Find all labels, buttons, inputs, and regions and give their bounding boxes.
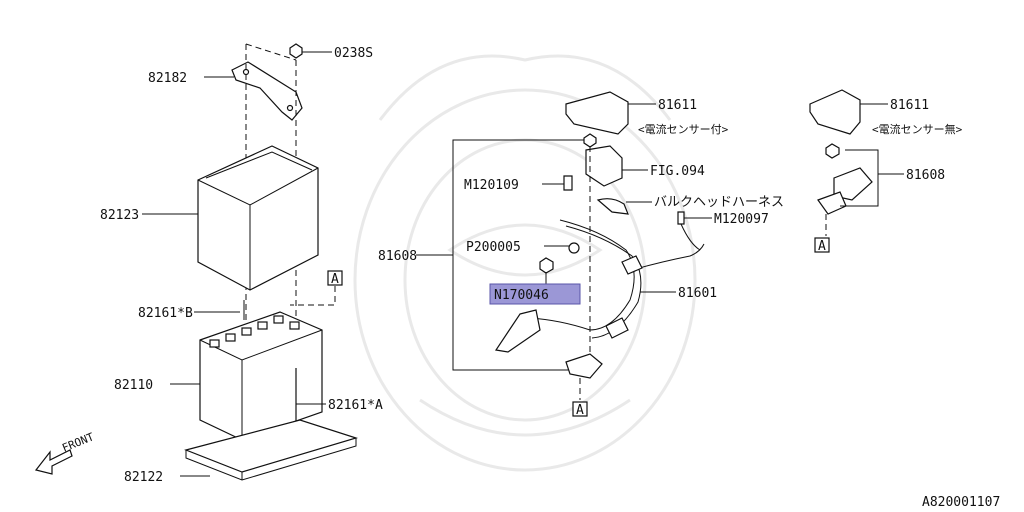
label-81611-left: 81611 [658,98,697,113]
label-m120109: M120109 [464,178,519,193]
cover-82123: 82123 [100,145,319,291]
bolt-m120097: M120097 [677,211,769,251]
battery-82110: 82110 [114,311,323,441]
battery-terminal-caps [209,315,300,348]
label-m120097: M120097 [714,212,769,227]
ref-box-a-center: A [572,401,588,418]
ref-box-a-left: A [290,270,343,306]
bolt-m120109: M120109 [464,175,573,193]
cover-81611-without-sensor: 81611 <電流センサー無> [809,89,963,136]
ref-box-a-left-label: A [331,272,339,287]
front-label: FRONT [60,430,96,455]
diagram-code: A820001107 [922,495,1000,510]
label-82182: 82182 [148,71,187,86]
highlight-n170046[interactable]: N170046 [489,283,581,305]
bracket-82182: 82182 [148,61,303,121]
label-82161a: 82161*A [328,398,383,413]
note-81611-right: <電流センサー無> [872,122,963,136]
label-82161b: 82161*B [138,306,193,321]
label-fig094: FIG.094 [650,164,705,179]
sensor-fig094: FIG.094 [585,145,705,187]
label-bulkhead: バルクヘッドハーネス [654,195,784,210]
nut-0238s: 0238S [289,43,373,61]
ref-box-a-right-label: A [818,239,826,254]
label-81608-left: 81608 [378,249,417,264]
label-n170046: N170046 [494,288,549,303]
label-0238s: 0238S [334,46,373,61]
ref-box-a-center-label: A [576,403,584,418]
label-82110: 82110 [114,378,153,393]
note-81611-left: <電流センサー付> [638,122,729,136]
washer-p200005: P200005 [466,240,580,255]
cover-81611-with-sensor: 81611 <電流センサー付> [565,91,729,136]
front-arrow: FRONT [34,430,96,475]
label-82123: 82123 [100,208,139,223]
label-81601: 81601 [678,286,717,301]
label-81611-right: 81611 [890,98,929,113]
label-82122: 82122 [124,470,163,485]
rod-82161b: 82161*B [138,300,245,321]
tray-82122: 82122 [124,419,359,485]
harness-81601: 81601 [494,219,717,353]
ref-box-a-right: A [814,237,830,254]
bulkhead-harness: バルクヘッドハーネス [596,195,784,215]
terminal-clamp-center [565,353,603,400]
terminal-81608-right: 81608 [817,143,945,236]
label-81608-right: 81608 [906,168,945,183]
label-p200005: P200005 [466,240,521,255]
